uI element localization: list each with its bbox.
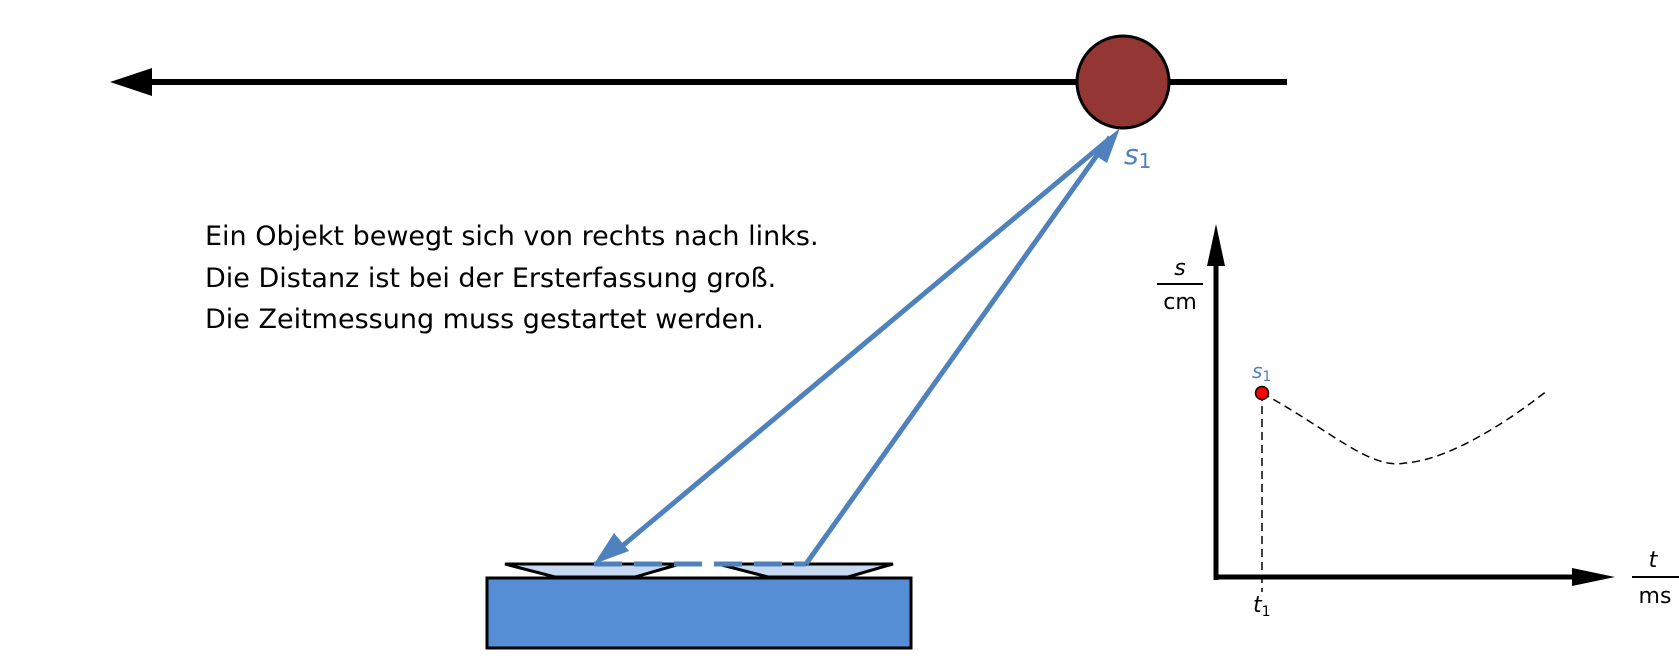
y-axis-var: s (1174, 256, 1185, 281)
motion-arrow-left-icon (110, 68, 152, 96)
description-line-2: Die Distanz ist bei der Ersterfassung gr… (205, 263, 776, 294)
distance-time-graph: s cm t ms s1 t1 (1157, 224, 1679, 620)
y-axis-arrow-icon (1207, 224, 1225, 266)
ultrasonic-sensor (485, 561, 913, 650)
t1-tick-label: t1 (1253, 593, 1271, 620)
description-text: Ein Objekt bewegt sich von rechts nach l… (205, 221, 819, 335)
sensor-base (485, 576, 913, 650)
ultrasonic-beams (594, 128, 1120, 566)
beam-reflected (613, 138, 1110, 554)
receiver-transducer (717, 562, 894, 579)
x-axis-arrow-icon (1572, 568, 1615, 586)
s1-point (1254, 385, 1270, 401)
s1-point-label: s1 (1252, 359, 1271, 385)
x-axis-unit: ms (1639, 584, 1672, 609)
x-axis-var: t (1649, 548, 1659, 573)
beam-outgoing (803, 135, 1113, 566)
moving-object (1075, 34, 1171, 130)
object-label: s1 (1124, 138, 1151, 173)
beam-reflected-arrowhead-icon (594, 533, 629, 564)
distance-curve (1261, 389, 1549, 465)
y-axis-unit: cm (1163, 290, 1197, 315)
description-line-3: Die Zeitmessung muss gestartet werden. (205, 304, 764, 335)
description-line-1: Ein Objekt bewegt sich von rechts nach l… (205, 221, 819, 252)
